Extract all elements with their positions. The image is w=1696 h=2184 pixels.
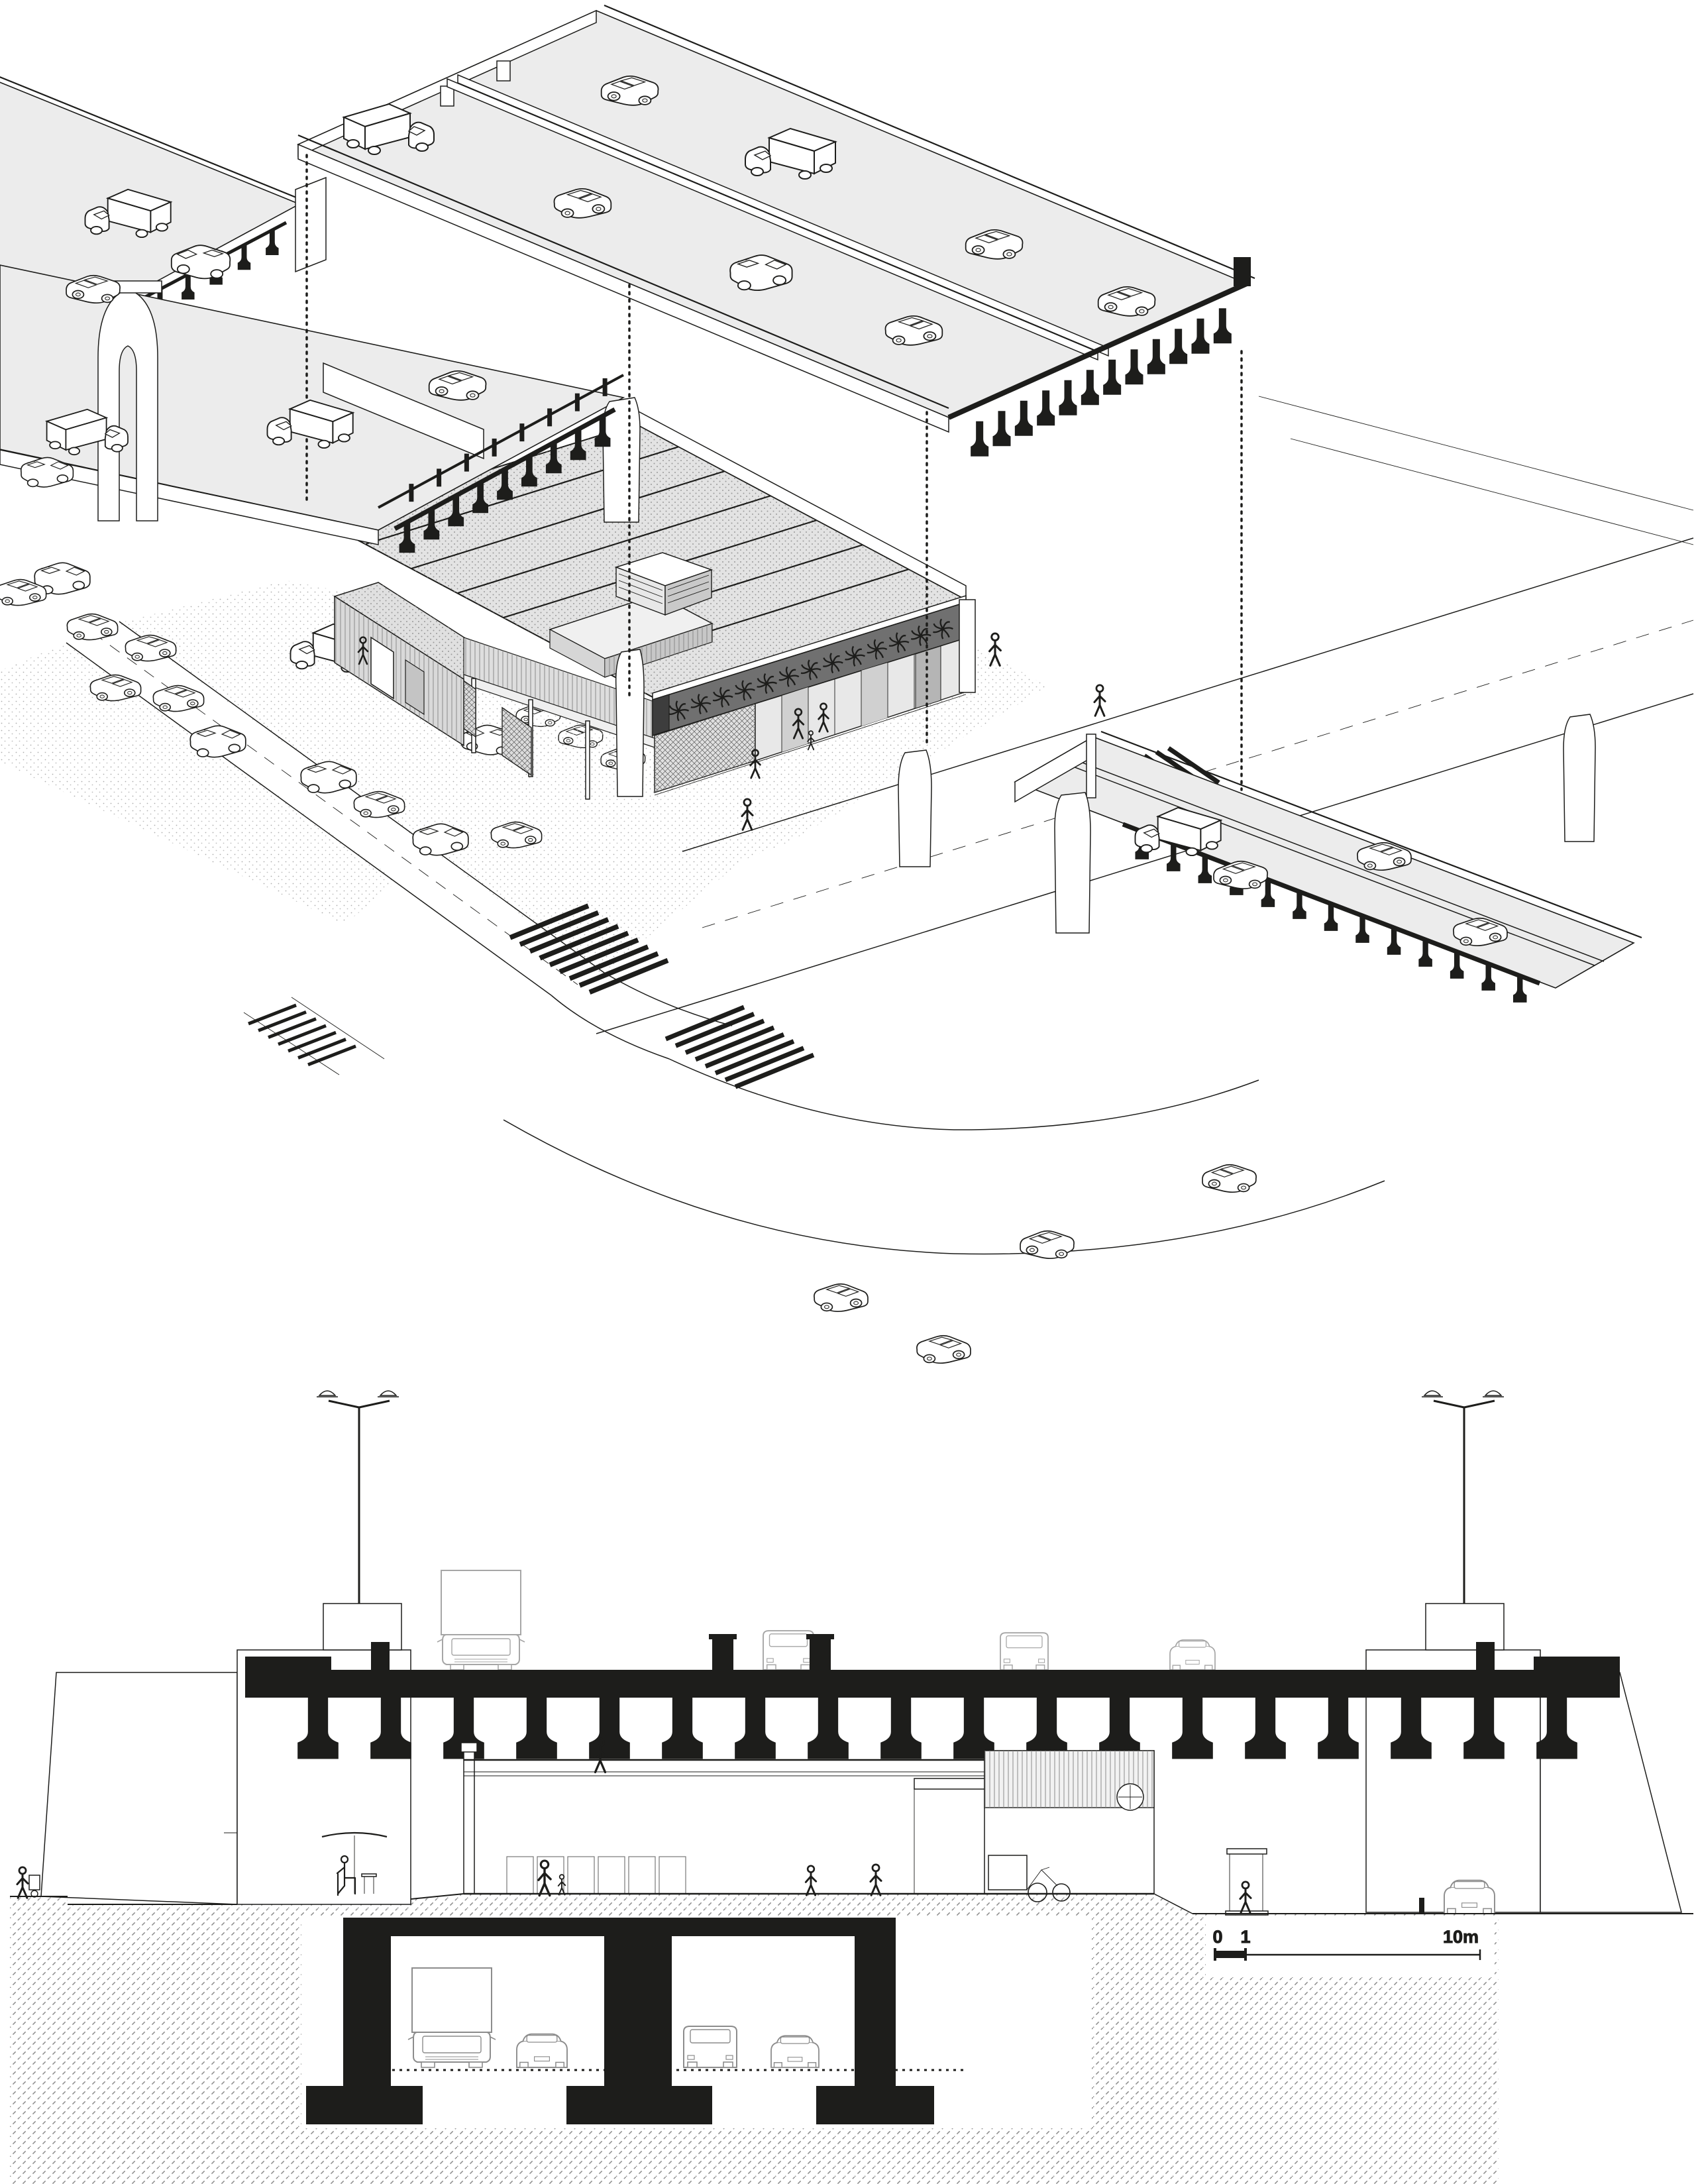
zebra-stripe (734, 1052, 815, 1089)
zebra-stripe (724, 1046, 805, 1083)
parapet-rail-posts (409, 378, 608, 502)
parapet-end-flag (1234, 257, 1251, 286)
lamp-base (323, 1603, 402, 1651)
rail-post (464, 453, 469, 472)
ground-lines (10, 1892, 1693, 1914)
tunnel-wall (604, 1918, 672, 2086)
viaduct-pier (615, 649, 645, 797)
zebra-stripe (588, 957, 669, 995)
sliding-door (405, 659, 425, 716)
handcart-figure (28, 1875, 40, 1898)
viaduct-pier (602, 397, 641, 523)
ventilation-fascia (652, 594, 967, 737)
zebra-stripe (578, 951, 659, 988)
zebra-stripe (258, 1010, 307, 1032)
zebra-stripe (509, 903, 590, 940)
deck-end-block (295, 176, 327, 273)
ground-plaza (0, 580, 1048, 974)
van-icon (683, 2026, 737, 2068)
rail-post (437, 468, 442, 487)
rail-post (409, 484, 414, 502)
zebra-stripe (704, 1032, 785, 1069)
rail-post (602, 378, 608, 396)
viaduct-deck-section (245, 1634, 1620, 1759)
zebra-stripe (248, 1003, 297, 1026)
cargo-trike (988, 1855, 1071, 1902)
viaduct-pier (1054, 792, 1091, 934)
parapet-wall (323, 362, 484, 460)
van-icon (763, 1630, 814, 1670)
tunnel-footing (816, 2086, 934, 2124)
scale-bar-one: 1 (1240, 1927, 1250, 1947)
car-icon (1169, 1639, 1216, 1670)
zebra-stripe (549, 930, 629, 967)
steel-post (585, 720, 590, 800)
median-barrier (447, 74, 1109, 361)
viaduct-pier (1563, 714, 1596, 842)
zebra-stripe (268, 1017, 317, 1039)
entry-door (915, 645, 941, 709)
abutments (40, 1603, 1682, 1913)
zebra-stripe (1167, 746, 1220, 785)
street-lamps (317, 1390, 1504, 1604)
bollard (1419, 1898, 1424, 1914)
arch-pier (97, 288, 158, 521)
car-icon (1444, 1879, 1495, 1914)
zebra-stripe (664, 1005, 745, 1042)
scale-bar-zero: 0 (1212, 1927, 1222, 1947)
scale-bar-ten: 10m (1443, 1927, 1479, 1947)
end-post (959, 599, 976, 693)
deck-upstand (371, 1642, 390, 1698)
tunnel-footing (566, 2086, 712, 2124)
zebra-stripe (288, 1030, 337, 1053)
near-parapet (297, 143, 949, 433)
roof-vent-louver (614, 552, 714, 616)
zebra-stripe (278, 1024, 327, 1046)
timber-slat-wall (334, 595, 464, 747)
storefront (654, 599, 976, 796)
zebra-stripe (529, 917, 610, 954)
zebra-stripe (539, 924, 619, 961)
tunnel-wall (855, 1918, 896, 2086)
truck-icon (407, 1967, 496, 2068)
scale-bar: 0 1 10m (1206, 1916, 1495, 1977)
zebra-stripe (519, 910, 600, 947)
tunnel-wall (343, 1918, 391, 2086)
zebra-stripe (674, 1012, 755, 1048)
rail-post (547, 408, 553, 427)
zebra-stripe (684, 1018, 765, 1055)
rail-post (492, 438, 497, 457)
car-icon (516, 2033, 568, 2068)
top-highway-deck (296, 4, 1255, 457)
car-icon (770, 2035, 820, 2068)
median-barrier (712, 1638, 733, 1671)
zebra-stripe (297, 1038, 346, 1060)
rail-post (574, 393, 580, 411)
building-section (28, 1742, 1424, 1916)
viaduct-pier (898, 749, 932, 867)
truck-icon (437, 1570, 525, 1670)
zebra-stripe (568, 944, 649, 981)
zebra-stripe (694, 1025, 775, 1062)
parasol-stall (321, 1831, 388, 1896)
deck-upstand (1476, 1642, 1495, 1698)
axonometric-view (0, 4, 1694, 1364)
streets (66, 396, 1694, 1255)
zebra-stripe (714, 1039, 795, 1075)
median-barrier (810, 1638, 831, 1671)
cold-room-doors (506, 1856, 686, 1894)
wall-cut (463, 1749, 475, 1894)
section-view: 0 1 10m (10, 1390, 1693, 2184)
tunnel-footing (306, 2086, 423, 2124)
projection-lines (305, 154, 1243, 791)
sliding-door (370, 636, 394, 700)
zebra-stripe (558, 938, 639, 974)
underground-tunnel (301, 1916, 1092, 2128)
rail-post (519, 423, 525, 442)
zebra-stripe (307, 1044, 356, 1067)
van-icon (1000, 1632, 1049, 1670)
